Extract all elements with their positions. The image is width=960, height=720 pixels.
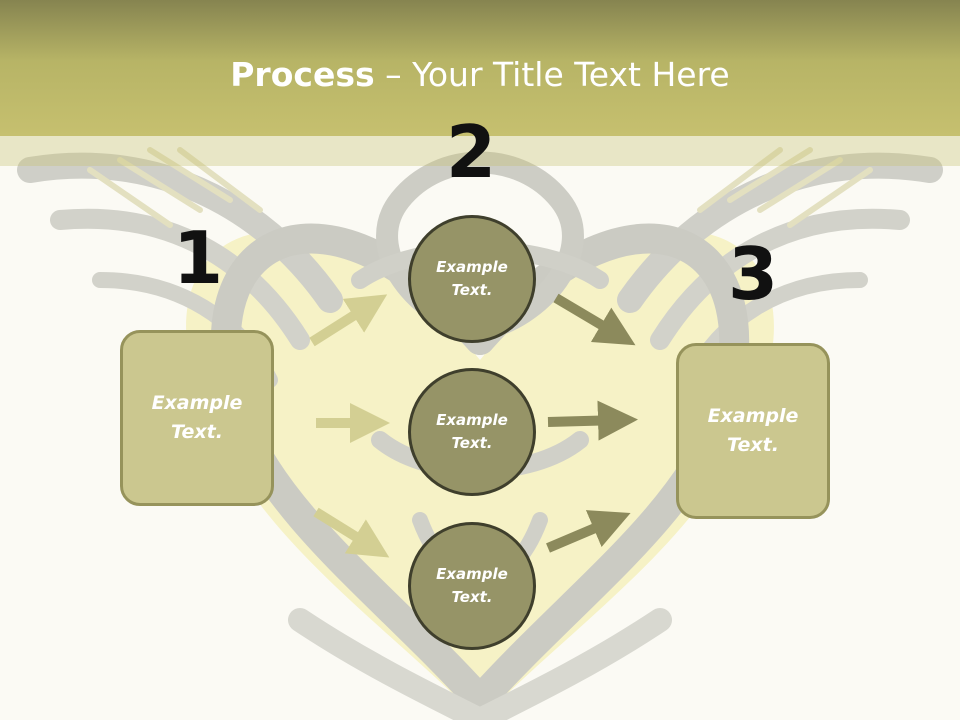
title-bar-fade [0,136,960,166]
step-3-box[interactable]: Example Text. [676,343,830,519]
slide-title-rest: – Your Title Text Here [374,55,730,94]
step-3-label: Example Text. [707,405,799,456]
step-number-1: 1 [172,216,224,300]
arrow-circle-bottom-to-box3 [546,510,631,553]
step-number-2: 2 [445,110,497,194]
slide-title-bold: Process [230,55,375,94]
step-1-box[interactable]: Example Text. [120,330,274,506]
step-2-circle-top-label: Example Text. [436,258,508,299]
arrow-circle-top-to-box3 [553,293,636,346]
title-bar [0,0,960,136]
step-2-circle-top[interactable]: Example Text. [408,215,536,343]
step-2-circle-bottom-label: Example Text. [436,565,508,606]
step-2-circle-middle[interactable]: Example Text. [408,368,536,496]
arrow-circle-middle-to-box3 [547,400,638,441]
arrow-box1-to-circle-bottom [313,507,390,558]
step-2-circle-bottom[interactable]: Example Text. [408,522,536,650]
slide-title: Process – Your Title Text Here [0,54,960,96]
arrow-box1-to-circle-top [309,294,388,347]
step-1-label: Example Text. [151,392,243,443]
step-2-circle-middle-label: Example Text. [436,411,508,452]
step-number-3: 3 [727,232,779,316]
